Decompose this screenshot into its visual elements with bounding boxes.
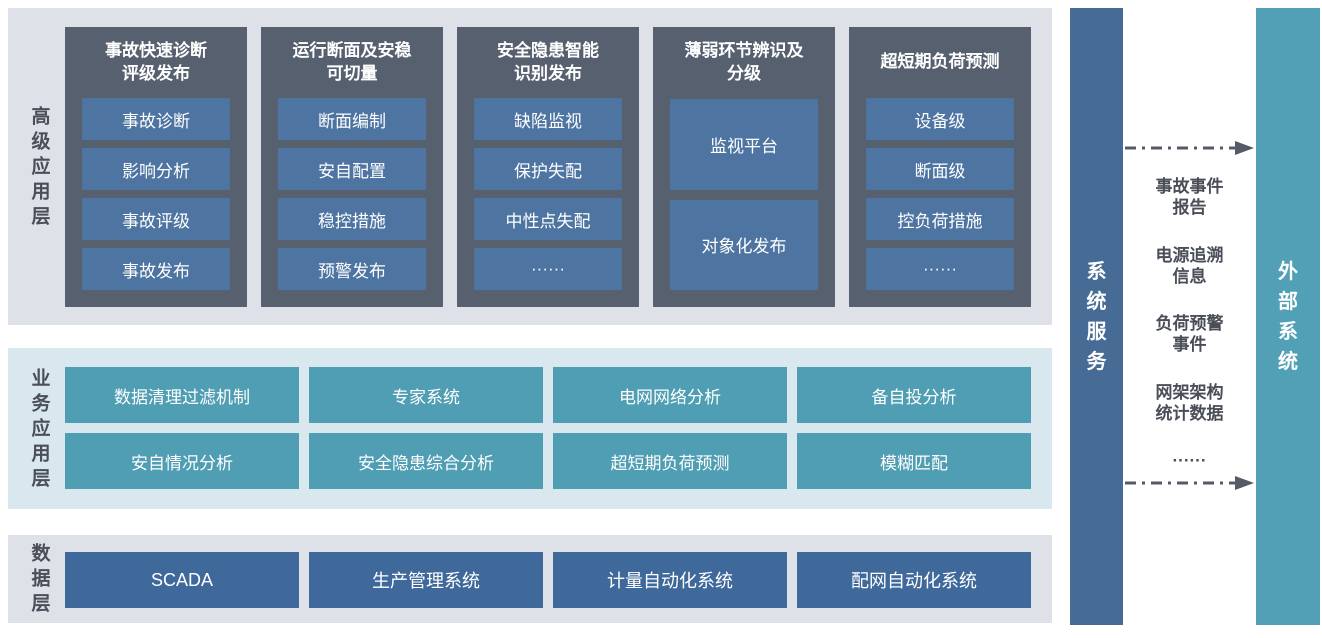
exchange-event-list: 事故事件 报告 电源追溯 信息 负荷预警 事件 网架架构 统计数据 ······: [1123, 176, 1256, 471]
exchange-event-ellipsis: ······: [1172, 451, 1207, 470]
business-box: 安全隐患综合分析: [309, 433, 543, 489]
module-group-title: 安全隐患智能 识别发布: [497, 40, 599, 83]
exchange-event: 负荷预警 事件: [1155, 314, 1224, 355]
data-flow-arrow-bottom: [1125, 475, 1255, 491]
module-item-ellipsis: ······: [866, 248, 1014, 290]
module-group-items: 设备级 断面级 控负荷措施 ······: [866, 98, 1014, 290]
module-item: 安自配置: [278, 148, 426, 190]
layer-label-business-application: 业务应用层: [31, 367, 51, 490]
data-source-box: SCADA: [65, 552, 299, 608]
module-group-items: 缺陷监视 保护失配 中性点失配 ······: [474, 98, 622, 290]
module-group-hidden-danger: 安全隐患智能 识别发布 缺陷监视 保护失配 中性点失配 ······: [457, 27, 639, 307]
module-item: 缺陷监视: [474, 98, 622, 140]
module-group-title: 事故快速诊断 评级发布: [105, 40, 207, 83]
module-group-operation-section: 运行断面及安稳 可切量 断面编制 安自配置 稳控措施 预警发布: [261, 27, 443, 307]
layer-label-advanced-application: 高级应用层: [31, 105, 51, 228]
exchange-event: 事故事件 报告: [1155, 177, 1224, 218]
data-source-boxes: SCADA 生产管理系统 计量自动化系统 配网自动化系统: [65, 552, 1031, 608]
module-group-title: 超短期负荷预测: [880, 52, 1000, 72]
layer-data: 数据层 SCADA 生产管理系统 计量自动化系统 配网自动化系统: [8, 535, 1052, 623]
module-item: 控负荷措施: [866, 198, 1014, 240]
module-item: 监视平台: [670, 99, 818, 190]
module-group-title: 运行断面及安稳 可切量: [292, 40, 412, 83]
module-group-load-forecast: 超短期负荷预测 设备级 断面级 控负荷措施 ······: [849, 27, 1031, 307]
module-group-title: 薄弱环节辨识及 分级: [684, 41, 804, 83]
module-item: 事故诊断: [82, 98, 230, 140]
business-box: 模糊匹配: [797, 433, 1031, 489]
data-source-box: 配网自动化系统: [797, 552, 1031, 608]
business-boxes: 数据清理过滤机制 专家系统 电网网络分析 备自投分析 安自情况分析 安全隐患综合…: [65, 367, 1031, 489]
module-item: 断面编制: [278, 98, 426, 140]
business-box: 备自投分析: [797, 367, 1031, 423]
module-item: 稳控措施: [278, 198, 426, 240]
module-item: 影响分析: [82, 148, 230, 190]
business-box: 专家系统: [309, 367, 543, 423]
data-source-box: 计量自动化系统: [553, 552, 787, 608]
module-item: 中性点失配: [474, 198, 622, 240]
arrow-right-icon: [1125, 141, 1254, 155]
business-box: 数据清理过滤机制: [65, 367, 299, 423]
business-box: 超短期负荷预测: [553, 433, 787, 489]
exchange-event: 网架架构 统计数据: [1155, 382, 1224, 423]
module-group-items: 监视平台 对象化发布: [670, 99, 818, 290]
arrow-right-icon: [1125, 476, 1254, 490]
module-group-items: 事故诊断 影响分析 事故评级 事故发布: [82, 98, 230, 290]
external-system-bar: 外部系统: [1256, 8, 1320, 625]
layer-advanced-application: 高级应用层 事故快速诊断 评级发布 事故诊断 影响分析 事故评级 事故发布 运行…: [8, 8, 1052, 325]
business-box: 电网网络分析: [553, 367, 787, 423]
module-item: 事故发布: [82, 248, 230, 290]
module-group-items: 断面编制 安自配置 稳控措施 预警发布: [278, 98, 426, 290]
module-group-weak-link: 薄弱环节辨识及 分级 监视平台 对象化发布: [653, 27, 835, 307]
external-system-bar-label: 外部系统: [1278, 260, 1298, 373]
exchange-event: 电源追溯 信息: [1155, 245, 1224, 286]
module-item: 保护失配: [474, 148, 622, 190]
business-box: 安自情况分析: [65, 433, 299, 489]
data-source-box: 生产管理系统: [309, 552, 543, 608]
module-item: 设备级: [866, 98, 1014, 140]
module-group-accident-diagnosis: 事故快速诊断 评级发布 事故诊断 影响分析 事故评级 事故发布: [65, 27, 247, 307]
business-row: 安自情况分析 安全隐患综合分析 超短期负荷预测 模糊匹配: [65, 433, 1031, 489]
advanced-module-groups: 事故快速诊断 评级发布 事故诊断 影响分析 事故评级 事故发布 运行断面及安稳 …: [65, 27, 1031, 307]
system-service-bar-label: 系统服务: [1086, 260, 1107, 373]
module-item: 对象化发布: [670, 199, 818, 290]
business-row: 数据清理过滤机制 专家系统 电网网络分析 备自投分析: [65, 367, 1031, 423]
module-item: 预警发布: [278, 248, 426, 290]
layer-business-application: 业务应用层 数据清理过滤机制 专家系统 电网网络分析 备自投分析 安自情况分析 …: [8, 348, 1052, 509]
data-flow-arrow-top: [1125, 140, 1255, 156]
module-item: 事故评级: [82, 198, 230, 240]
system-service-bar: 系统服务: [1070, 8, 1123, 625]
layer-label-data: 数据层: [31, 543, 51, 615]
module-item: 断面级: [866, 148, 1014, 190]
module-item-ellipsis: ······: [474, 248, 622, 290]
